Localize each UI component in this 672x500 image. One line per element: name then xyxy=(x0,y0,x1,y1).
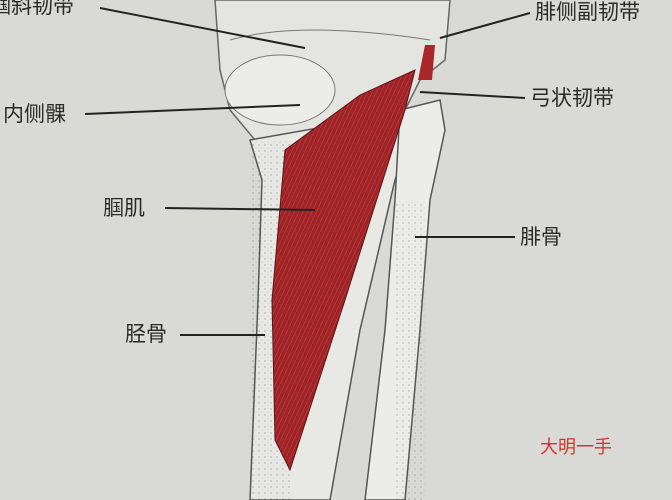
label-medial-condyle: 内侧髁 xyxy=(3,102,66,126)
label-fibular-collateral-ligament: 腓侧副韧带 xyxy=(535,0,640,24)
label-fibula: 腓骨 xyxy=(520,225,562,249)
watermark: 大明一手 xyxy=(540,437,612,458)
label-arcuate-ligament: 弓状韧带 xyxy=(530,86,614,110)
popliteus-muscle xyxy=(271,69,416,472)
label-tibia: 胫骨 xyxy=(125,322,167,346)
label-popliteus: 腘肌 xyxy=(103,196,145,220)
label-oblique-popliteal-ligament: 腘斜韧带 xyxy=(0,0,74,18)
